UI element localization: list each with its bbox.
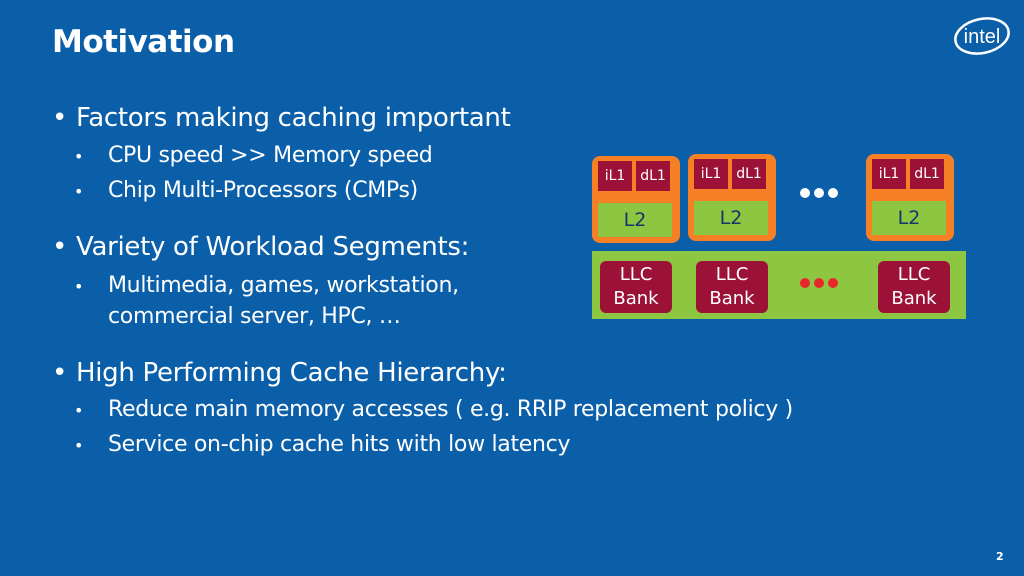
logo-text: intel: [964, 26, 1001, 48]
intel-logo: intel: [952, 14, 1012, 60]
list-item: • Multimedia, games, workstation,: [74, 273, 459, 298]
llc-ellipsis: [800, 278, 838, 288]
ellipsis-dot: [828, 188, 838, 198]
llc-bank-1: LLC Bank: [600, 261, 672, 313]
ellipsis-dot: [800, 188, 810, 198]
ellipsis-dot: [814, 278, 824, 288]
dl1-cache: dL1: [732, 159, 766, 189]
core-2: iL1 dL1 L2: [688, 154, 776, 241]
llc-band: LLC Bank LLC Bank LLC Bank: [592, 251, 966, 319]
l2-cache: L2: [694, 201, 768, 235]
list-item: • Chip Multi-Processors (CMPs): [74, 178, 418, 203]
bullet-dot: •: [74, 436, 84, 455]
l2-cache: L2: [598, 203, 672, 237]
bullet-dot: •: [52, 358, 68, 388]
llc-bank-n: LLC Bank: [878, 261, 950, 313]
llc-bank-2: LLC Bank: [696, 261, 768, 313]
dl1-cache: dL1: [910, 159, 944, 189]
il1-cache: iL1: [694, 159, 728, 189]
bullet-dot: •: [74, 147, 84, 166]
section-heading: • High Performing Cache Hierarchy:: [52, 358, 507, 388]
core-n: iL1 dL1 L2: [866, 154, 954, 241]
list-item: • Reduce main memory accesses ( e.g. RRI…: [74, 397, 793, 422]
l2-cache: L2: [872, 201, 946, 235]
ellipsis-dot: [828, 278, 838, 288]
core-ellipsis: [800, 188, 838, 198]
section-heading: • Factors making caching important: [52, 103, 511, 133]
list-item-continued: commercial server, HPC, …: [108, 304, 401, 329]
list-item: • Service on-chip cache hits with low la…: [74, 432, 570, 457]
dl1-cache: dL1: [636, 161, 670, 191]
section-heading: • Variety of Workload Segments:: [52, 232, 470, 262]
page-number: 2: [996, 550, 1004, 563]
bullet-dot: •: [52, 103, 68, 133]
il1-cache: iL1: [598, 161, 632, 191]
bullet-dot: •: [74, 277, 84, 296]
ellipsis-dot: [814, 188, 824, 198]
slide-title: Motivation: [52, 24, 235, 60]
bullet-dot: •: [74, 182, 84, 201]
list-item: • CPU speed >> Memory speed: [74, 143, 433, 168]
il1-cache: iL1: [872, 159, 906, 189]
bullet-dot: •: [74, 401, 84, 420]
bullet-dot: •: [52, 232, 68, 262]
ellipsis-dot: [800, 278, 810, 288]
core-1: iL1 dL1 L2: [592, 156, 680, 243]
